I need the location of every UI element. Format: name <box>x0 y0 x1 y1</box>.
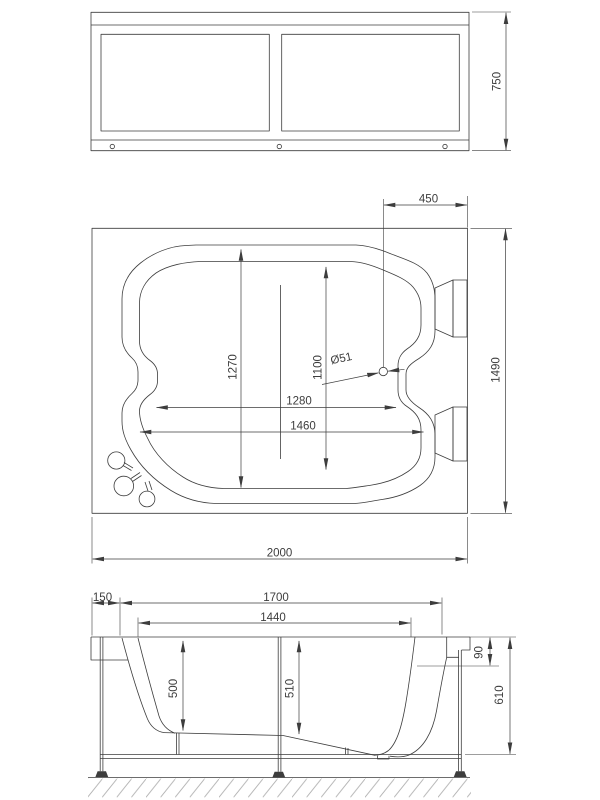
faucet-knob-1 <box>107 451 126 470</box>
headrest-bottom <box>434 406 468 462</box>
dim-text-1270: 1270 <box>228 354 240 380</box>
front-view: 750 <box>90 11 511 152</box>
dim-text-1490: 1490 <box>491 357 503 383</box>
dim-text-500: 500 <box>168 679 180 698</box>
front-right-panel <box>281 33 460 132</box>
dim-1100: 1100 <box>313 266 329 471</box>
headrest-top <box>434 279 468 338</box>
side-drain-recess <box>377 755 390 760</box>
dim-text-1280: 1280 <box>286 396 312 408</box>
dim-text-150: 150 <box>93 592 112 604</box>
leg-foot-middle <box>272 771 286 778</box>
dim-450: 450 <box>382 194 468 367</box>
dim-610: 610 <box>465 637 516 755</box>
front-screw-right <box>442 143 448 150</box>
side-view: 150 1700 1440 500 510 90 <box>88 592 516 798</box>
dim-1490: 1490 <box>470 228 512 514</box>
dim-750: 750 <box>472 11 511 151</box>
dim-510: 510 <box>285 640 302 735</box>
dim-text-750: 750 <box>492 72 504 91</box>
side-right-lip-inner <box>446 637 459 658</box>
dim-text-1700: 1700 <box>263 592 289 604</box>
leg-foot-left <box>95 771 109 778</box>
dim-150: 150 <box>91 592 121 636</box>
side-right-wall-outer <box>389 657 448 758</box>
dim-1280: 1280 <box>155 396 397 410</box>
dim-text-90: 90 <box>474 646 486 659</box>
tub-rim-outer <box>121 244 436 504</box>
dim-text-2000: 2000 <box>267 548 293 560</box>
dim-text-1460: 1460 <box>290 421 316 433</box>
side-right-wall-inner <box>374 636 416 756</box>
frame-rail <box>100 733 462 759</box>
dim-2000: 2000 <box>91 517 468 564</box>
front-screw-left <box>109 143 115 150</box>
dim-drain-diameter: Ø51 <box>321 351 405 385</box>
dim-text-drain: Ø51 <box>329 351 353 367</box>
dim-text-610: 610 <box>494 685 506 704</box>
dim-text-1100: 1100 <box>313 355 325 380</box>
drain-hole <box>378 366 388 377</box>
dim-1440: 1440 <box>137 612 412 637</box>
tub-rim-inner <box>139 261 422 489</box>
faucet-handles <box>107 451 156 508</box>
dim-text-1440: 1440 <box>260 612 286 624</box>
front-panel-outline <box>90 11 470 152</box>
dim-500: 500 <box>168 640 186 732</box>
ground-hatching <box>88 778 471 798</box>
frame-legs <box>95 637 467 778</box>
side-right-lip-outer <box>461 637 471 651</box>
faucet-knob-2 <box>113 475 135 497</box>
dim-text-450: 450 <box>419 194 438 206</box>
dim-text-510: 510 <box>285 679 297 698</box>
leg-foot-right <box>453 771 467 778</box>
side-left-wall-outer <box>121 637 165 733</box>
side-left-wall-inner <box>137 637 176 734</box>
plan-view: 450 1490 1270 1100 Ø51 1280 <box>91 194 512 564</box>
side-floor <box>163 732 376 756</box>
front-left-panel <box>100 33 270 132</box>
dim-90: 90 <box>417 637 499 667</box>
dim-1460: 1460 <box>139 421 425 435</box>
side-left-lip <box>90 637 128 661</box>
plan-deck-outline <box>91 227 468 514</box>
dim-1270: 1270 <box>228 248 244 489</box>
dim-1700: 1700 <box>119 592 443 635</box>
front-screw-middle <box>276 143 282 150</box>
faucet-knob-3 <box>138 490 156 508</box>
